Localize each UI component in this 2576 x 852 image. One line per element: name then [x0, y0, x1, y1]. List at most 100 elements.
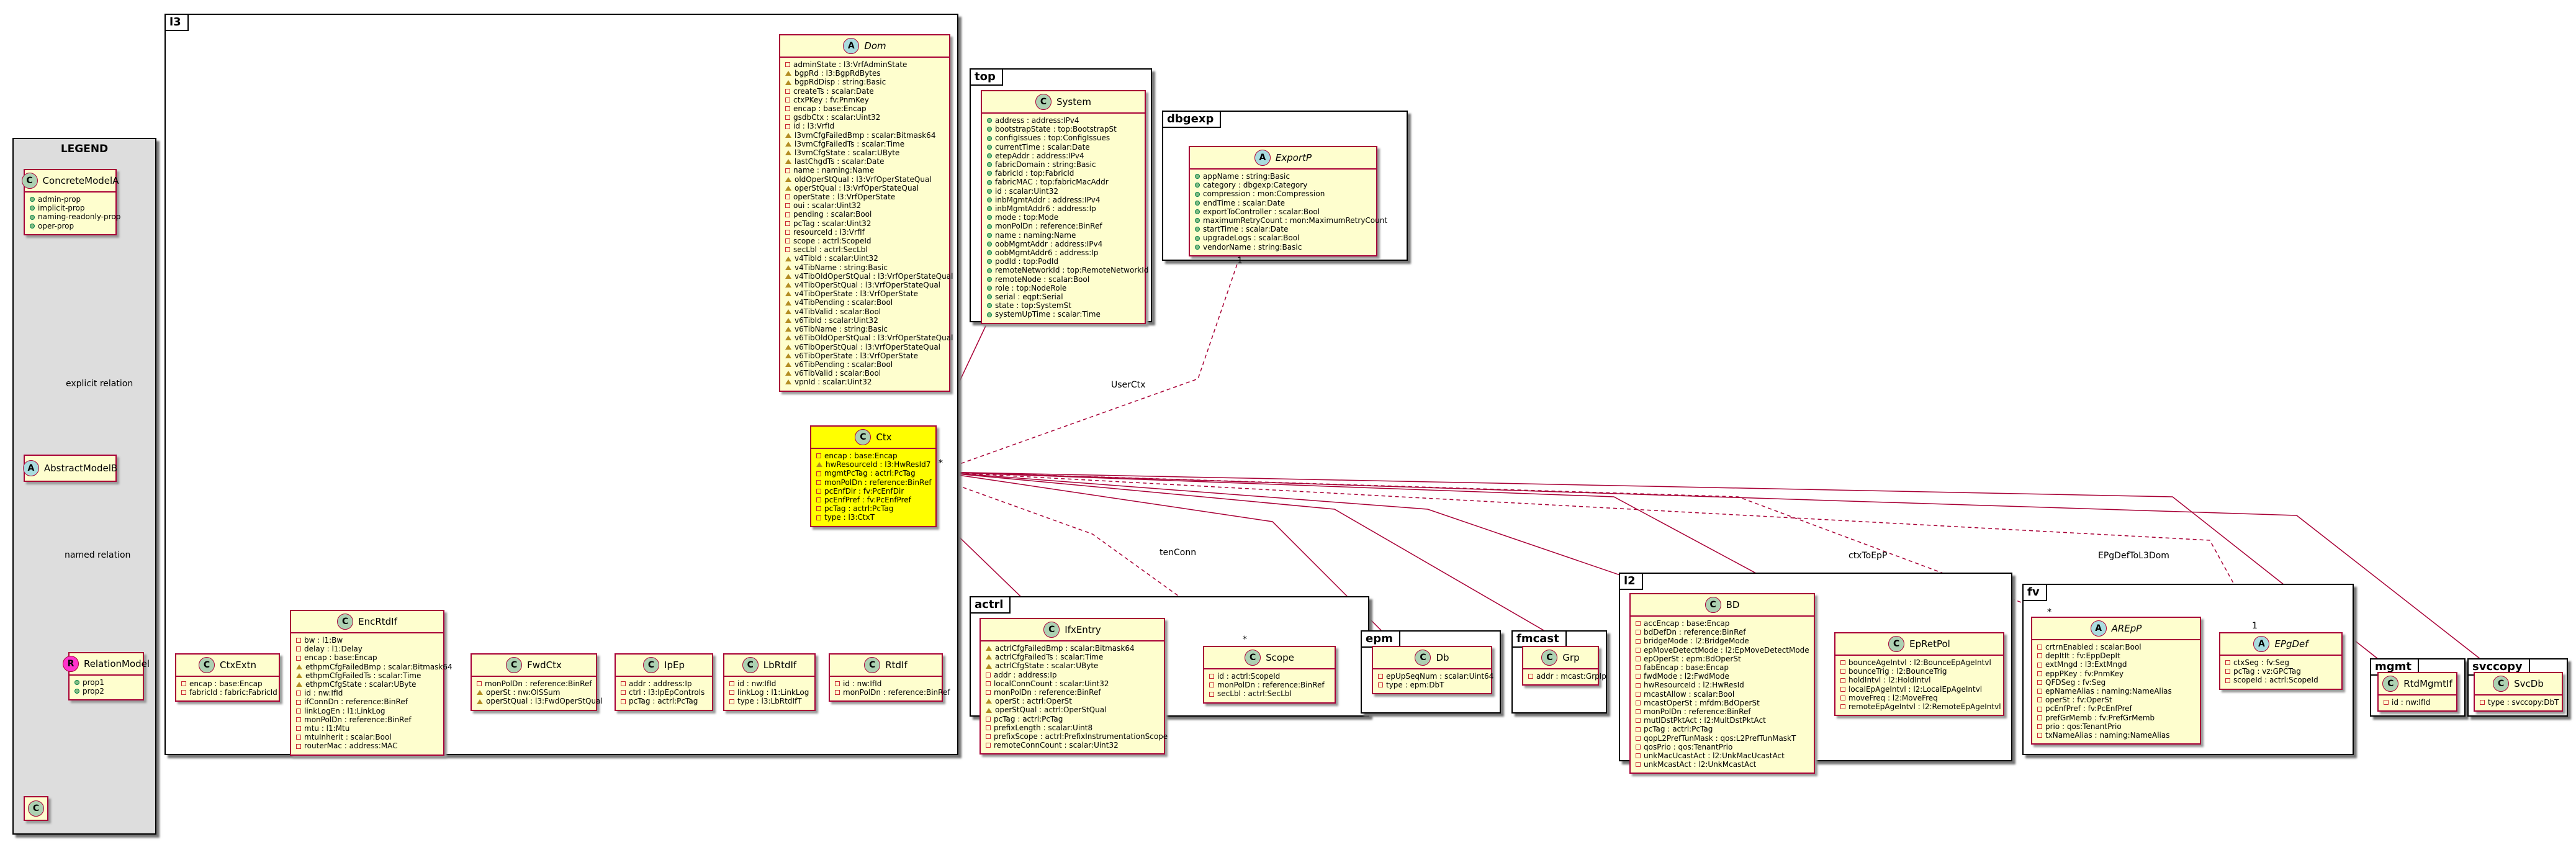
edge-label-epgdeftol3dom: EPgDefToL3Dom [2098, 551, 2169, 561]
private-visibility-icon [2037, 723, 2042, 729]
attribute-row: remoteConnCount : scalar:Uint32 [986, 741, 1159, 750]
class-spot-icon: C [199, 657, 215, 673]
attribute-row: pcEnfPref : fv:PcEnfPref [2037, 704, 2195, 713]
attribute-text: ctxPKey : fv:PnmKey [793, 95, 869, 104]
private-visibility-icon [1636, 682, 1641, 688]
private-visibility-icon [729, 681, 734, 687]
attribute-text: encap : base:Encap [189, 679, 263, 688]
attribute-row: type : l3:CtxT [816, 513, 930, 522]
public-visibility-icon [30, 197, 35, 202]
private-visibility-icon [729, 690, 734, 696]
class-name: RtdMgmtIf [2403, 678, 2452, 689]
attribute-row: prop1 [74, 678, 138, 687]
public-visibility-icon [1195, 235, 1200, 241]
attribute-text: bridgeMode : l2:BridgeMode [1644, 637, 1749, 646]
attribute-row: secLbl : actrl:SecLbl [785, 245, 944, 254]
attribute-text: unkMacUcastAct : l2:UnkMacUcastAct [1644, 751, 1785, 761]
attribute-row: eppPKey : fv:PnmKey [2037, 669, 2195, 678]
attribute-text: encap : base:Encap [824, 451, 898, 460]
private-visibility-icon [1636, 762, 1641, 768]
private-visibility-icon [1636, 709, 1641, 715]
private-visibility-icon [785, 194, 790, 200]
legend-c-class[interactable]: C [24, 796, 48, 821]
attribute-text: type : l3:CtxT [824, 513, 875, 522]
private-visibility-icon [2225, 669, 2230, 674]
attribute-row: ctrl : l3:IpEpControls [621, 688, 707, 697]
protected-visibility-icon [785, 379, 791, 385]
attribute-row: oui : scalar:Uint32 [785, 201, 944, 210]
public-visibility-icon [987, 197, 992, 202]
attribute-text: remoteConnCount : scalar:Uint32 [994, 741, 1119, 750]
private-visibility-icon [181, 690, 186, 696]
attribute-text: resourceId : l3:VrfIf [793, 227, 865, 237]
attribute-row: type : epm:DbT [1378, 681, 1486, 689]
public-visibility-icon [987, 162, 992, 168]
attribute-row: v6TibName : string:Basic [785, 325, 944, 333]
attribute-text: prop1 [83, 678, 104, 687]
class-spot-icon: C [2382, 676, 2399, 692]
attribute-text: bgpRdDisp : string:Basic [795, 78, 886, 87]
private-visibility-icon [785, 115, 790, 120]
class-name: LbRtdIf [763, 659, 797, 671]
private-visibility-icon [1840, 704, 1845, 710]
attribute-row: lastChgdTs : scalar:Date [785, 157, 944, 166]
attribute-row: qopL2PrefTunMask : qos:L2PrefTunMaskT [1636, 734, 1809, 743]
attribute-text: fwdMode : l2:FwdMode [1644, 672, 1729, 681]
attribute-row: monPolDn : reference:BinRef [816, 478, 932, 487]
attribute-text: pcTag : actrl:PcTag [1644, 725, 1713, 734]
attribute-text: id : l3:VrfId [793, 122, 835, 131]
attribute-text: oldOperStQual : l3:VrfOperStateQual [795, 174, 932, 184]
attribute-row: mcastAllow : scalar:Bool [1636, 690, 1809, 699]
private-visibility-icon [181, 681, 186, 687]
attribute-text: hwResourceId : l3:HwResId7 [826, 460, 931, 469]
private-visibility-icon [816, 506, 821, 512]
private-visibility-icon [296, 726, 301, 732]
protected-visibility-icon [816, 462, 822, 468]
attribute-row: name : naming:Name [987, 231, 1140, 240]
attribute-text: createTs : scalar:Date [793, 86, 874, 96]
attribute-text: actrlCfgState : scalar:UByte [995, 661, 1099, 671]
attribute-row: v4TibId : scalar:Uint32 [785, 254, 944, 263]
attribute-text: operStQual : l3:FwdOperStQual [486, 697, 603, 706]
attribute-text: delay : l1:Delay [304, 645, 363, 654]
class-name: CtxExtn [220, 659, 256, 671]
class-name: AREpP [2111, 623, 2142, 634]
attribute-text: pending : scalar:Bool [793, 210, 872, 219]
attribute-row: state : top:SystemSt [987, 301, 1140, 310]
protected-visibility-icon [785, 371, 791, 376]
class-name: Ctx [876, 432, 892, 443]
attribute-row: operState : l3:VrfOperState [785, 193, 944, 201]
private-visibility-icon [2037, 697, 2042, 703]
attribute-text: bootstrapState : top:BootstrapSt [995, 125, 1117, 134]
attribute-text: operSt : actrl:OperSt [995, 697, 1072, 706]
attribute-row: secLbl : actrl:SecLbl [1209, 689, 1330, 698]
attribute-text: exportToController : scalar:Bool [1203, 207, 1320, 216]
attribute-text: prefGrMemb : fv:PrefGrMemb [2045, 713, 2155, 722]
attribute-text: pcTag : actrl:PcTag [994, 714, 1063, 723]
attribute-row: accEncap : base:Encap [1636, 619, 1809, 628]
